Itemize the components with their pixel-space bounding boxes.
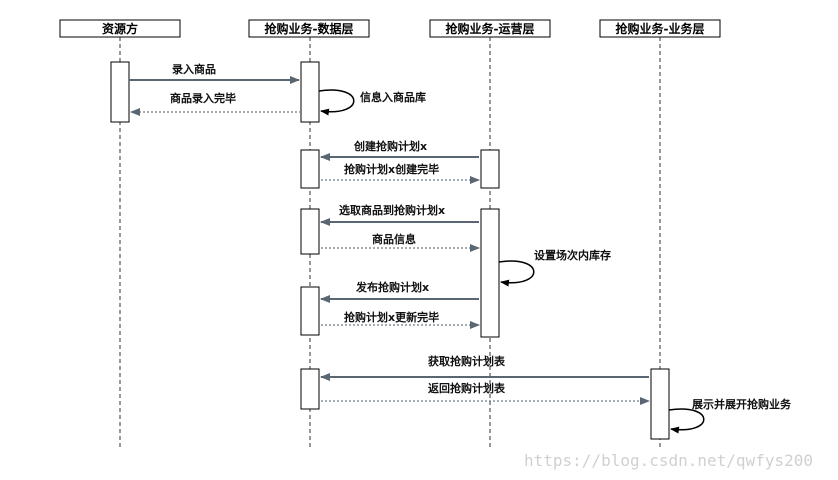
participant-ops-layer: 抢购业务-运营层 [429, 19, 551, 38]
message-label-set-stock: 设置场次内库存 [534, 248, 611, 262]
activation-data-3 [300, 208, 320, 255]
self-loop-store-info [318, 89, 355, 116]
participant-data-layer-label: 抢购业务-数据层 [265, 21, 354, 36]
participant-resource: 资源方 [59, 19, 181, 38]
message-label-store-info: 信息入商品库 [360, 90, 426, 104]
activation-ops-1 [480, 149, 500, 189]
participant-data-layer: 抢购业务-数据层 [248, 19, 370, 38]
participant-business-layer-label: 抢购业务-业务层 [616, 21, 705, 36]
message-label-input-done: 商品录入完毕 [170, 91, 236, 105]
activation-business [650, 368, 670, 440]
message-label-select-goods: 选取商品到抢购计划x [339, 203, 445, 217]
activation-data-1 [300, 61, 320, 123]
message-label-publish-plan: 发布抢购计划x [355, 280, 429, 294]
message-label-plan-created: 抢购计划x创建完毕 [344, 162, 439, 176]
message-label-get-plan-table: 获取抢购计划表 [428, 354, 506, 368]
message-label-plan-updated: 抢购计划x更新完毕 [344, 310, 439, 324]
activation-data-4 [300, 286, 320, 336]
participant-ops-layer-label: 抢购业务-运营层 [446, 21, 535, 36]
message-label-create-plan: 创建抢购计划x [353, 139, 427, 153]
self-loop-set-stock [498, 260, 535, 287]
self-loop-show-business [668, 408, 705, 434]
participant-business-layer: 抢购业务-业务层 [599, 19, 721, 38]
message-label-return-plan-table: 返回抢购计划表 [428, 381, 506, 395]
message-label-goods-info: 商品信息 [372, 232, 416, 246]
watermark-text: https://blog.csdn.net/qwfys200 [524, 451, 813, 470]
participant-resource-label: 资源方 [102, 21, 138, 36]
message-label-input-goods: 录入商品 [172, 62, 216, 76]
activation-ops-2 [480, 208, 500, 338]
activation-resource [110, 61, 130, 123]
message-label-show-business: 展示并展开抢购业务 [691, 397, 792, 411]
activation-data-2 [300, 149, 320, 189]
activation-data-5 [300, 368, 320, 410]
